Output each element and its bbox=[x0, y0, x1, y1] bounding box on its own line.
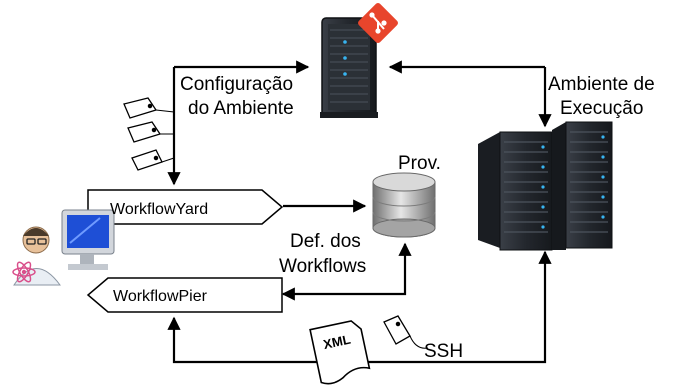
database-icon bbox=[372, 172, 436, 238]
exec-label-line1: Ambiente de bbox=[548, 74, 655, 95]
scientist-computer-icon bbox=[12, 209, 115, 286]
exec-label-line2: Execução bbox=[560, 98, 643, 119]
xml-label: XML bbox=[322, 332, 352, 352]
git-server-icon bbox=[320, 3, 398, 118]
config-label-line1: Configuração bbox=[180, 74, 293, 95]
defs-label-line2: Workflows bbox=[279, 256, 366, 277]
config-label-line2: do Ambiente bbox=[188, 98, 294, 119]
ssh-tag-icon bbox=[383, 315, 429, 349]
server-rack-icon bbox=[478, 121, 613, 251]
workflowyard-label: WorkflowYard bbox=[110, 201, 208, 218]
workflowpier-label: WorkflowPier bbox=[113, 288, 208, 305]
workflowpier-box bbox=[86, 277, 283, 313]
git-logo-icon bbox=[358, 3, 398, 43]
atom-icon bbox=[12, 261, 36, 283]
xml-document-icon: XML bbox=[309, 320, 371, 385]
ssh-label: SSH bbox=[424, 341, 463, 362]
defs-label-line1: Def. dos bbox=[290, 231, 361, 252]
tag-icon bbox=[123, 97, 175, 171]
prov-label: Prov. bbox=[398, 153, 441, 174]
